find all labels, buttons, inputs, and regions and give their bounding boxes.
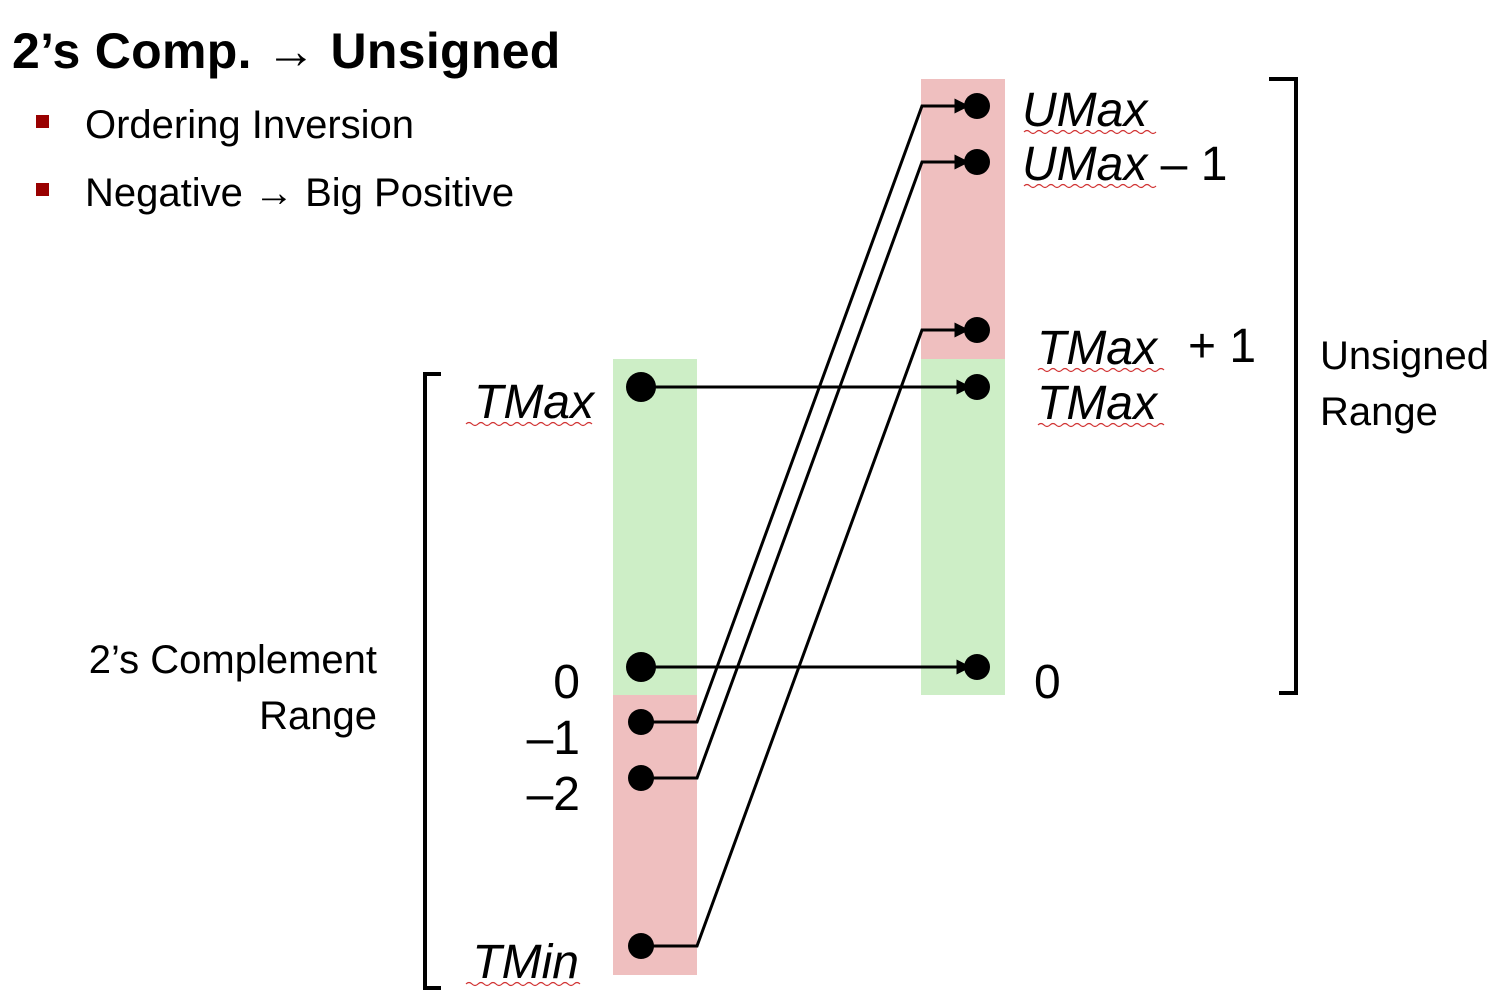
u-label-tmax-plus-one-suffix: + 1 [1188, 320, 1256, 373]
tc-label-zero: 0 [553, 656, 580, 709]
u-label-umax-minus-one: UMax – 1 [1022, 138, 1227, 191]
spellcheck-underline-u-umax-minus-one [1023, 183, 1157, 189]
spellcheck-underline-u-umax [1023, 129, 1157, 135]
u-label-tmax: TMax [1037, 377, 1159, 430]
dot-tc-neg-one [628, 709, 654, 735]
slide-title: 2’s Comp. → Unsigned [12, 23, 561, 79]
u-label-umax-minus-one-suffix: – 1 [1147, 138, 1227, 191]
bullet-square-icon [36, 114, 49, 128]
unsigned-range-label-line2: Range [1320, 390, 1438, 434]
twos-complement-nonnegative-band [613, 359, 697, 695]
dot-u-tmax [964, 374, 990, 400]
unsigned-low-band [921, 359, 1005, 695]
u-label-umax-minus-one-name: UMax [1022, 138, 1149, 191]
u-label-umax: UMax [1022, 84, 1149, 137]
dot-tc-tmax [626, 372, 656, 402]
unsigned-range-bracket [1269, 77, 1298, 695]
dot-u-tmax-plus-one [964, 317, 990, 343]
u-label-tmax-plus-one-name: TMax [1037, 322, 1159, 375]
dot-u-umax [964, 93, 990, 119]
tc-label-neg-two: –2 [527, 768, 580, 821]
unsigned-high-band [921, 79, 1005, 359]
bullet-ordering-inversion: Ordering Inversion [36, 100, 414, 150]
bullet-square-icon [36, 182, 49, 196]
arrow-tmin-to-tmax-plus-one [641, 322, 970, 948]
spellcheck-underline-tc-tmin [465, 981, 581, 987]
dot-u-umax-minus-one [964, 149, 990, 175]
unsigned-range-label-line1: Unsigned [1320, 334, 1489, 378]
bullet-text: Ordering Inversion [85, 102, 415, 147]
spellcheck-underline-u-tmax-plus-one [1037, 367, 1165, 373]
tc-label-tmin: TMin [472, 936, 579, 989]
tc-label-neg-one: –1 [527, 712, 580, 765]
twos-complement-range-label-line1: 2’s Complement [89, 638, 377, 682]
arrow-neg-one-to-umax [641, 98, 970, 724]
twos-complement-negative-band [613, 695, 697, 975]
arrow-neg-two-to-umax-minus-one [641, 154, 970, 780]
twos-complement-range-bracket [423, 372, 441, 990]
spellcheck-underline-tc-tmax [465, 421, 593, 427]
dot-tc-neg-two [628, 765, 654, 791]
dot-u-zero [964, 654, 990, 680]
bullet-negative-big-positive: Negative → Big Positive [36, 168, 514, 218]
dot-tc-zero [626, 652, 656, 682]
twos-complement-range-label-line2: Range [259, 694, 377, 738]
dot-tc-tmin [628, 933, 654, 959]
tc-label-tmax: TMax [474, 376, 596, 429]
u-label-zero: 0 [1034, 656, 1061, 709]
bullet-text: Negative → Big Positive [85, 170, 515, 215]
spellcheck-underline-u-tmax [1037, 422, 1165, 428]
